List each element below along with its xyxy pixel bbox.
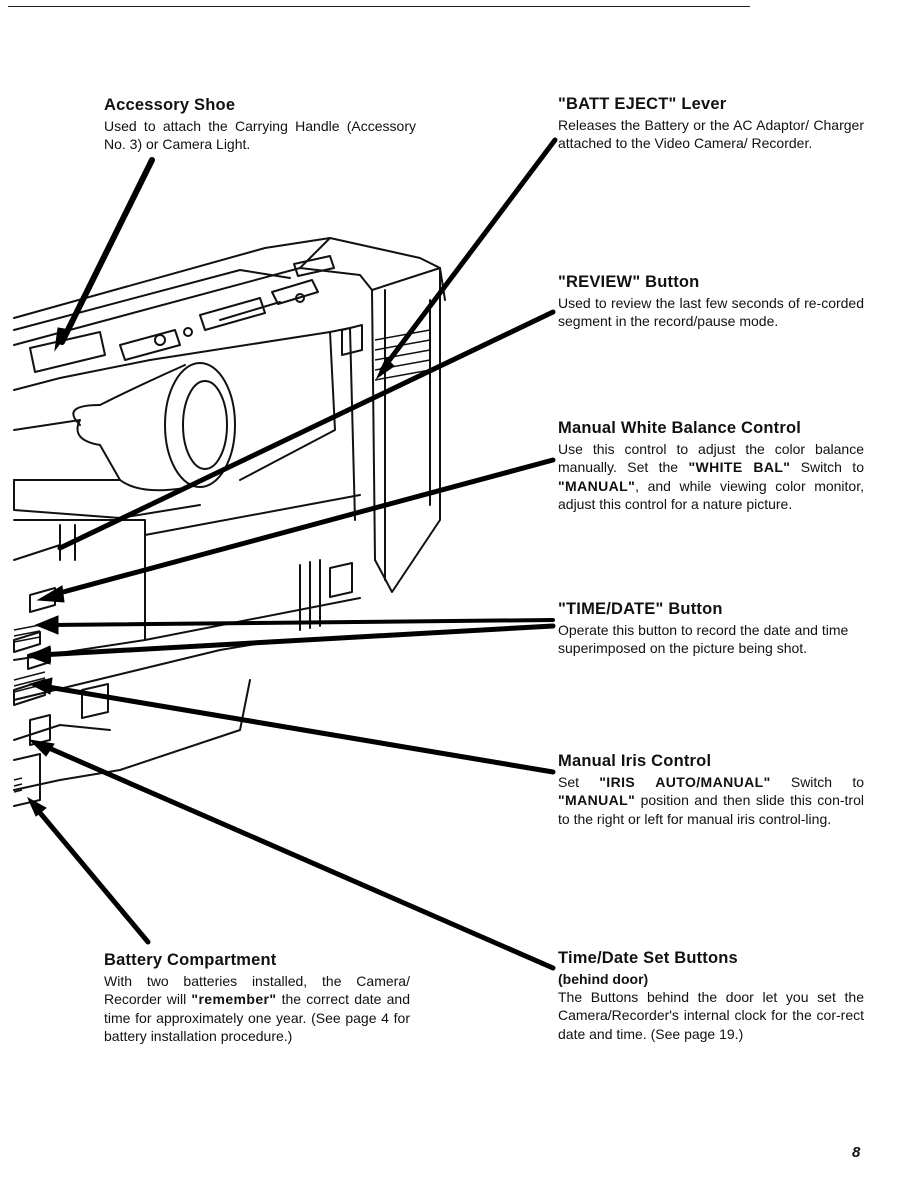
- text-part: With two batteries installed, the Camera…: [104, 973, 410, 1008]
- emphasis: "remember": [191, 991, 277, 1008]
- camera-body-drawing: [13, 237, 446, 807]
- callout-subtitle: (behind door): [558, 971, 649, 987]
- switch-position: "MANUAL": [558, 477, 636, 494]
- callout-text: The Buttons behind the door let you set …: [558, 989, 864, 1042]
- callout-title: "TIME/DATE" Button: [558, 600, 723, 618]
- switch-name: "WHITE BAL": [688, 459, 791, 476]
- callout-title: Battery Compartment: [104, 951, 277, 969]
- callout-text: With two batteries installed, the Camera…: [104, 972, 410, 1045]
- callout-text: Releases the Battery or the AC Adaptor/ …: [558, 117, 864, 152]
- header-rule: [8, 6, 750, 7]
- text-part: the correct date and time for approximat…: [104, 991, 410, 1044]
- callout-review-button: "REVIEW" Button Used to review the last …: [558, 272, 864, 331]
- callout-batt-eject-lever: "BATT EJECT" Lever Releases the Battery …: [558, 94, 864, 153]
- callout-title: "REVIEW" Button: [558, 273, 700, 291]
- callout-title: Manual Iris Control: [558, 752, 712, 770]
- callout-text: Used to attach the Carrying Handle (Acce…: [104, 118, 416, 153]
- callout-manual-white-balance: Manual White Balance Control Use this co…: [558, 418, 864, 513]
- callout-title: Time/Date Set Buttons: [558, 949, 738, 967]
- callout-text: Use this control to adjust the color bal…: [558, 440, 864, 513]
- text-part: position and then slide this con-trol to…: [558, 792, 864, 827]
- text-part: , and while viewing color monitor, adjus…: [558, 477, 864, 512]
- text-part: Switch to: [790, 459, 864, 476]
- callout-battery-compartment: Battery Compartment With two batteries i…: [104, 950, 410, 1045]
- text-part: Use this control to adjust the color bal…: [558, 441, 864, 476]
- callout-text: Set "IRIS AUTO/MANUAL" Switch to "MANUAL…: [558, 773, 864, 828]
- callout-accessory-shoe: Accessory Shoe Used to attach the Carryi…: [104, 95, 416, 154]
- page-number: 8: [852, 1144, 861, 1161]
- callout-manual-iris-control: Manual Iris Control Set "IRIS AUTO/MANUA…: [558, 751, 864, 828]
- switch-name: "IRIS AUTO/MANUAL": [599, 774, 771, 790]
- text-part: Set: [558, 774, 600, 790]
- callout-text: Operate this button to record the date a…: [558, 622, 849, 657]
- pointer-lines: [26, 137, 558, 971]
- callout-title: "BATT EJECT" Lever: [558, 95, 727, 113]
- text-part: Switch to: [770, 774, 864, 790]
- callout-title: Accessory Shoe: [104, 96, 236, 114]
- callout-title: Manual White Balance Control: [558, 419, 802, 437]
- switch-position: "MANUAL": [558, 792, 636, 809]
- callout-time-date-button: "TIME/DATE" Button Operate this button t…: [558, 599, 868, 658]
- callout-time-date-set-buttons: Time/Date Set Buttons (behind door) The …: [558, 948, 864, 1043]
- callout-text: Used to review the last few seconds of r…: [558, 295, 864, 330]
